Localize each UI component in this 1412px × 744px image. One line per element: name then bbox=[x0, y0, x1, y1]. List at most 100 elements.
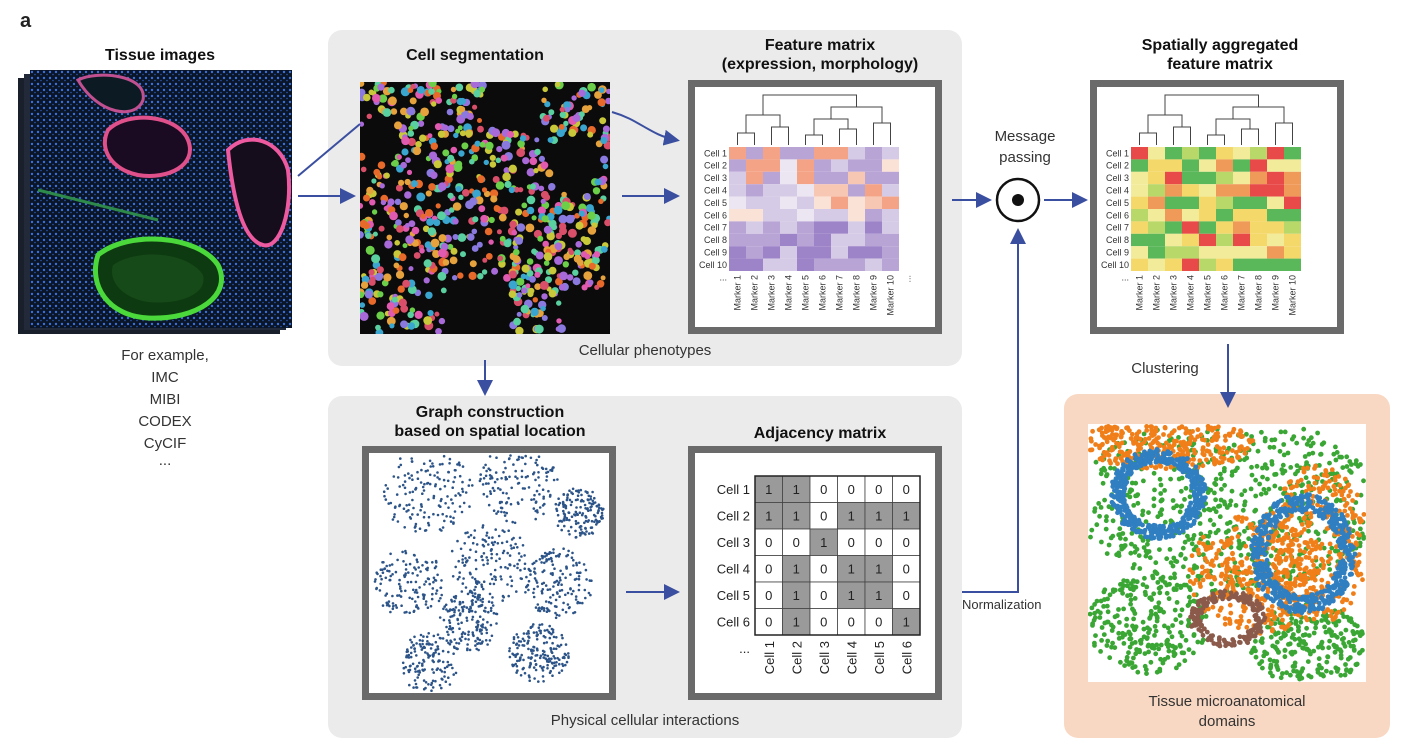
segmented-cell bbox=[376, 311, 385, 320]
graph-node bbox=[452, 652, 455, 655]
domain-point bbox=[1271, 616, 1277, 621]
row-label: Cell 2 bbox=[1106, 161, 1129, 171]
adjacency-col-label: Cell 1 bbox=[762, 641, 777, 674]
graph-node bbox=[458, 463, 461, 467]
graph-node bbox=[525, 575, 528, 579]
domain-point bbox=[1353, 513, 1358, 518]
heatmap-cell bbox=[814, 196, 831, 209]
graph-node bbox=[524, 591, 527, 594]
heatmap-cell bbox=[1148, 258, 1165, 271]
domain-point bbox=[1223, 437, 1228, 443]
adjacency-value: 1 bbox=[848, 509, 855, 524]
segmented-cell bbox=[491, 128, 501, 138]
domain-point bbox=[1121, 606, 1126, 612]
graph-node bbox=[494, 471, 498, 474]
graph-node bbox=[560, 583, 563, 586]
graph-node bbox=[572, 558, 575, 562]
graph-node bbox=[492, 611, 496, 615]
heatmap-cell bbox=[831, 171, 848, 185]
graph-node bbox=[526, 641, 530, 644]
domain-point bbox=[1146, 510, 1151, 515]
heatmap-cell bbox=[746, 233, 763, 247]
heatmap-cell bbox=[1250, 246, 1267, 259]
domain-point bbox=[1253, 477, 1258, 483]
domain-point bbox=[1334, 634, 1340, 640]
heatmap-cell bbox=[797, 233, 814, 247]
domain-point bbox=[1116, 553, 1122, 559]
segmented-cell bbox=[547, 137, 554, 143]
domain-point bbox=[1301, 426, 1307, 432]
domain-point bbox=[1131, 608, 1137, 614]
graph-node bbox=[425, 642, 429, 646]
graph-node bbox=[421, 664, 424, 667]
segmented-cell bbox=[445, 164, 455, 174]
graph-node bbox=[486, 562, 489, 565]
graph-node bbox=[452, 607, 455, 611]
segmented-cell bbox=[556, 318, 562, 324]
graph-node bbox=[451, 666, 454, 670]
heatmap-cell bbox=[1148, 196, 1165, 209]
domain-point bbox=[1263, 490, 1269, 496]
heatmap-cell bbox=[1148, 159, 1165, 172]
graph-node bbox=[554, 611, 557, 615]
graph-node bbox=[412, 643, 415, 647]
segmented-cell bbox=[420, 213, 426, 219]
segmented-cell bbox=[408, 125, 414, 131]
domain-point bbox=[1164, 641, 1170, 647]
domain-point bbox=[1319, 618, 1325, 623]
domain-point bbox=[1127, 636, 1133, 642]
domain-point bbox=[1210, 541, 1216, 546]
domain-point bbox=[1133, 480, 1139, 486]
graph-node bbox=[404, 568, 408, 571]
domain-point bbox=[1349, 462, 1354, 467]
graph-node bbox=[502, 471, 505, 474]
graph-node bbox=[513, 564, 516, 568]
domain-point bbox=[1160, 660, 1166, 666]
graph-node bbox=[520, 475, 524, 479]
segmented-cell bbox=[455, 83, 464, 92]
graph-node bbox=[383, 567, 387, 570]
domain-point bbox=[1171, 428, 1177, 434]
domain-point bbox=[1153, 605, 1158, 610]
domain-point bbox=[1153, 560, 1159, 566]
graph-node bbox=[474, 550, 478, 553]
domain-point bbox=[1297, 582, 1303, 588]
heatmap-cell bbox=[1165, 221, 1182, 234]
graph-node bbox=[424, 469, 428, 473]
graph-node bbox=[473, 588, 476, 592]
domain-point bbox=[1361, 512, 1366, 517]
graph-node bbox=[492, 582, 496, 586]
heatmap-cell bbox=[1250, 159, 1267, 172]
domain-point bbox=[1337, 488, 1342, 494]
graph-node bbox=[457, 559, 460, 563]
domain-point bbox=[1297, 548, 1303, 553]
domain-point bbox=[1229, 457, 1235, 462]
segmented-cell bbox=[460, 251, 466, 258]
col-label: Marker 1 bbox=[733, 275, 743, 311]
graph-node bbox=[466, 643, 469, 646]
segmented-cell bbox=[360, 281, 369, 289]
graph-node bbox=[435, 589, 439, 592]
domain-point bbox=[1176, 662, 1182, 667]
domain-point bbox=[1312, 480, 1318, 486]
segmented-cell bbox=[496, 229, 502, 235]
graph-node bbox=[484, 606, 487, 610]
graph-node bbox=[452, 516, 455, 520]
domain-point bbox=[1178, 630, 1183, 635]
graph-node bbox=[558, 576, 562, 579]
graph-node bbox=[443, 485, 447, 488]
graph-node bbox=[564, 610, 568, 614]
heatmap-cell bbox=[1199, 171, 1216, 185]
segmented-cell bbox=[414, 310, 423, 319]
interactions-caption: Physical cellular interactions bbox=[550, 712, 740, 729]
segmented-cell bbox=[526, 206, 535, 215]
heatmap-cell bbox=[729, 209, 746, 222]
domain-point bbox=[1146, 642, 1151, 648]
graph-node bbox=[441, 649, 445, 653]
domain-point bbox=[1137, 436, 1143, 442]
graph-node bbox=[450, 600, 454, 603]
domain-point bbox=[1191, 592, 1197, 598]
domain-point bbox=[1098, 598, 1104, 604]
segmented-cell bbox=[578, 89, 586, 97]
graph-node bbox=[475, 582, 479, 586]
